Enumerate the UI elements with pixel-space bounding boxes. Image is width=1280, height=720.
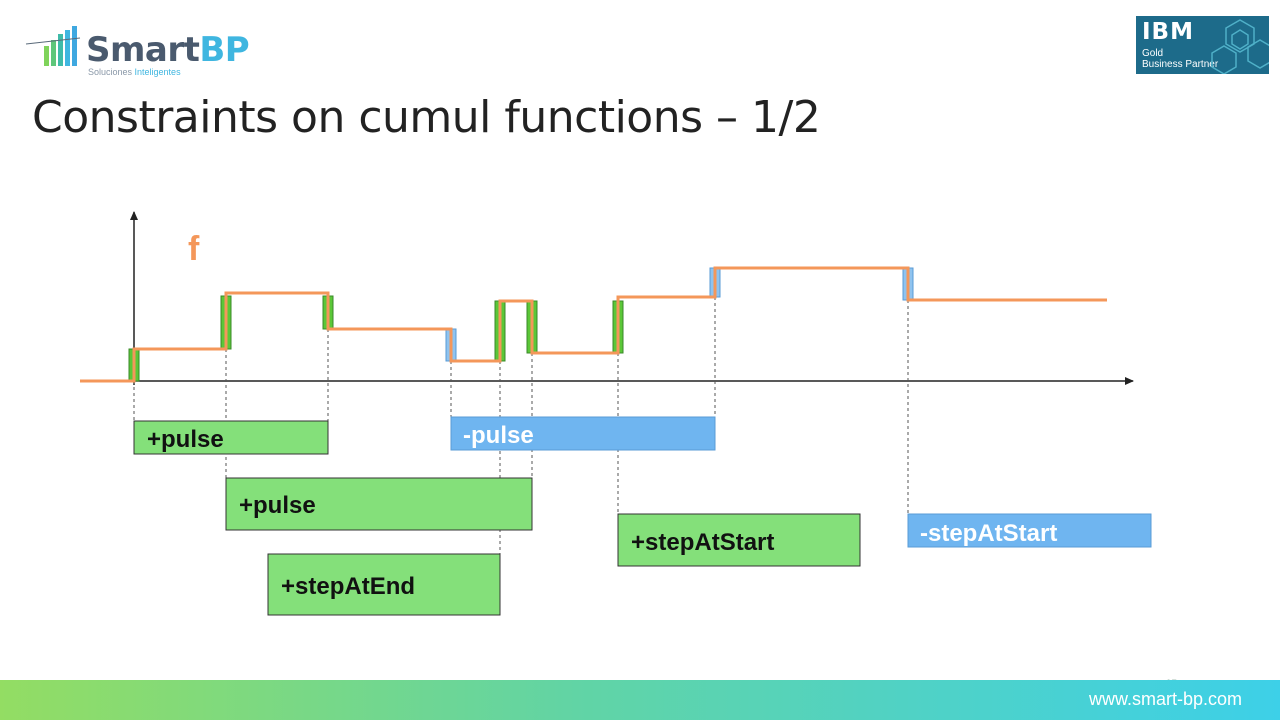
logo-wordmark: SmartBP [86,30,250,70]
cumul-function-diagram: f +pulse -pulse +pulse +stepAtStart -ste… [80,211,1152,616]
svg-text:+pulse: +pulse [147,426,224,453]
box-plus-step-at-end: +stepAtEnd [267,553,501,616]
svg-text:+stepAtStart: +stepAtStart [631,529,774,556]
box-minus-step-at-start: -stepAtStart [907,513,1152,548]
smartbp-logo: SmartBP Soluciones Inteligentes [24,20,250,80]
svg-text:-stepAtStart: -stepAtStart [920,520,1057,547]
logo-bars-icon [25,26,81,66]
footer-url: www.smart-bp.com [1088,689,1242,709]
box-minus-pulse: -pulse [450,416,716,451]
ibm-partner-badge: IBM Gold Business Partner [1136,16,1269,74]
logo-tagline: Soluciones Inteligentes [88,67,181,77]
svg-text:-pulse: -pulse [463,422,534,449]
slide-title: Constraints on cumul functions – 1/2 [32,92,821,143]
ibm-wordmark: IBM [1142,19,1194,45]
svg-text:+pulse: +pulse [239,492,316,519]
box-plus-pulse-1: +pulse [133,420,329,455]
box-plus-step-at-start: +stepAtStart [617,513,861,567]
cumul-function-line [80,266,1107,383]
partner-type: Business Partner [1142,59,1219,70]
box-plus-pulse-2: +pulse [225,477,533,531]
positive-steps [128,295,624,382]
footer-bar: www.smart-bp.com [0,680,1280,720]
partner-level: Gold [1142,48,1164,59]
svg-text:+stepAtEnd: +stepAtEnd [281,573,415,600]
hexagon-pattern-icon [1211,19,1269,74]
function-label: f [188,230,200,268]
negative-steps [445,267,914,362]
